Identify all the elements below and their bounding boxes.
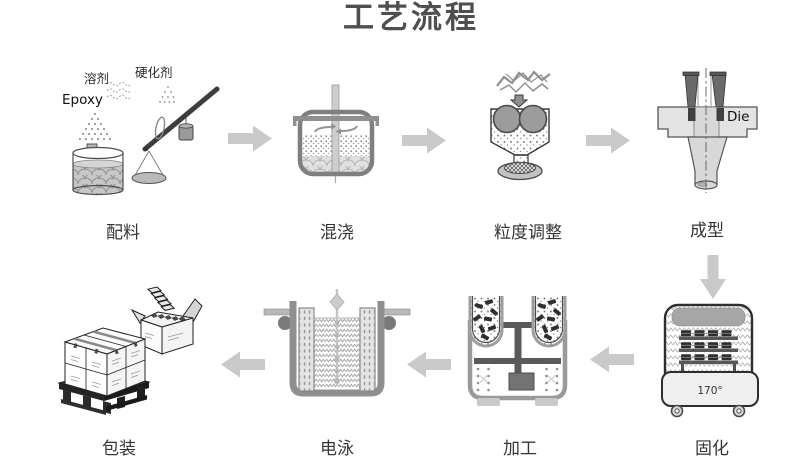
tumbler-cup-left <box>468 296 504 348</box>
step-label-packaging: 包装 <box>102 439 136 459</box>
sieve <box>497 161 543 181</box>
epoxy-sprinkle <box>78 112 112 141</box>
beaker <box>72 146 124 196</box>
rotation-arrows <box>314 123 358 135</box>
mixing-icon <box>293 84 379 183</box>
support-bar <box>293 116 379 126</box>
press-frame <box>502 322 534 373</box>
arrow-down <box>700 255 726 299</box>
open-box <box>130 298 203 355</box>
arrow-left-2 <box>407 351 451 378</box>
arrow-right-3 <box>586 127 630 154</box>
terminal-left <box>278 316 292 330</box>
curing-icon <box>661 303 759 418</box>
powder-scribble <box>496 70 551 94</box>
step-label-electrophoresis: 电泳 <box>320 439 354 459</box>
dot-columns <box>476 367 559 392</box>
seal-left <box>688 108 696 121</box>
stirrer-rod <box>331 84 340 176</box>
packaging-icon <box>57 286 203 415</box>
parts-stack <box>146 286 176 311</box>
oven-wheels <box>670 404 746 418</box>
step-label-mixing: 混浇 <box>320 223 354 243</box>
arrow-left-1 <box>590 346 634 373</box>
arrow-right-1 <box>228 125 272 152</box>
tank <box>289 301 385 397</box>
terminal-right <box>382 316 396 330</box>
hardener-sprinkle <box>159 86 175 103</box>
hanging-parts <box>334 320 340 384</box>
oven-heater <box>671 307 746 327</box>
mixing-pot <box>297 109 375 177</box>
solvent-label: 溶剂 <box>84 71 110 86</box>
arrow-right-2 <box>402 127 446 154</box>
electrode-left <box>298 307 315 392</box>
hanger-hook <box>329 293 345 311</box>
electrode-right <box>359 307 376 392</box>
die-label: Die <box>727 109 750 125</box>
foot-right <box>535 398 558 406</box>
balance-scale <box>131 86 220 184</box>
hardener-label: 硬化剂 <box>135 65 173 80</box>
sizing-icon <box>490 70 551 181</box>
die-body <box>687 136 728 186</box>
step-label-sizing: 粒度调整 <box>494 223 562 243</box>
box-stack <box>63 327 147 397</box>
solvent-waves <box>106 81 132 100</box>
step-label-curing: 固化 <box>695 439 729 459</box>
oven-temperature: 170° <box>697 385 723 397</box>
arrow-left-3 <box>221 351 265 378</box>
epoxy-label: Epoxy <box>62 92 103 108</box>
feed-arrow-icon <box>509 94 529 108</box>
foot-left <box>477 398 500 406</box>
punch-funnels <box>682 71 727 108</box>
flow-arrows <box>221 125 726 378</box>
batching-icon <box>72 81 220 196</box>
press-block <box>508 372 535 391</box>
step-label-machining: 加工 <box>503 439 537 459</box>
step-label-batching: 配料 <box>106 223 140 243</box>
machining-icon <box>467 296 568 406</box>
oven-racks <box>679 330 738 375</box>
step-label-forming: 成型 <box>690 221 724 241</box>
page-title: 工艺流程 <box>343 0 479 36</box>
tumbler-cup-right <box>531 296 567 348</box>
oven-base <box>661 371 759 407</box>
seal-right <box>716 108 724 121</box>
forming-icon <box>657 68 758 193</box>
electrophoresis-icon <box>263 289 411 397</box>
roller-mill <box>490 104 550 164</box>
